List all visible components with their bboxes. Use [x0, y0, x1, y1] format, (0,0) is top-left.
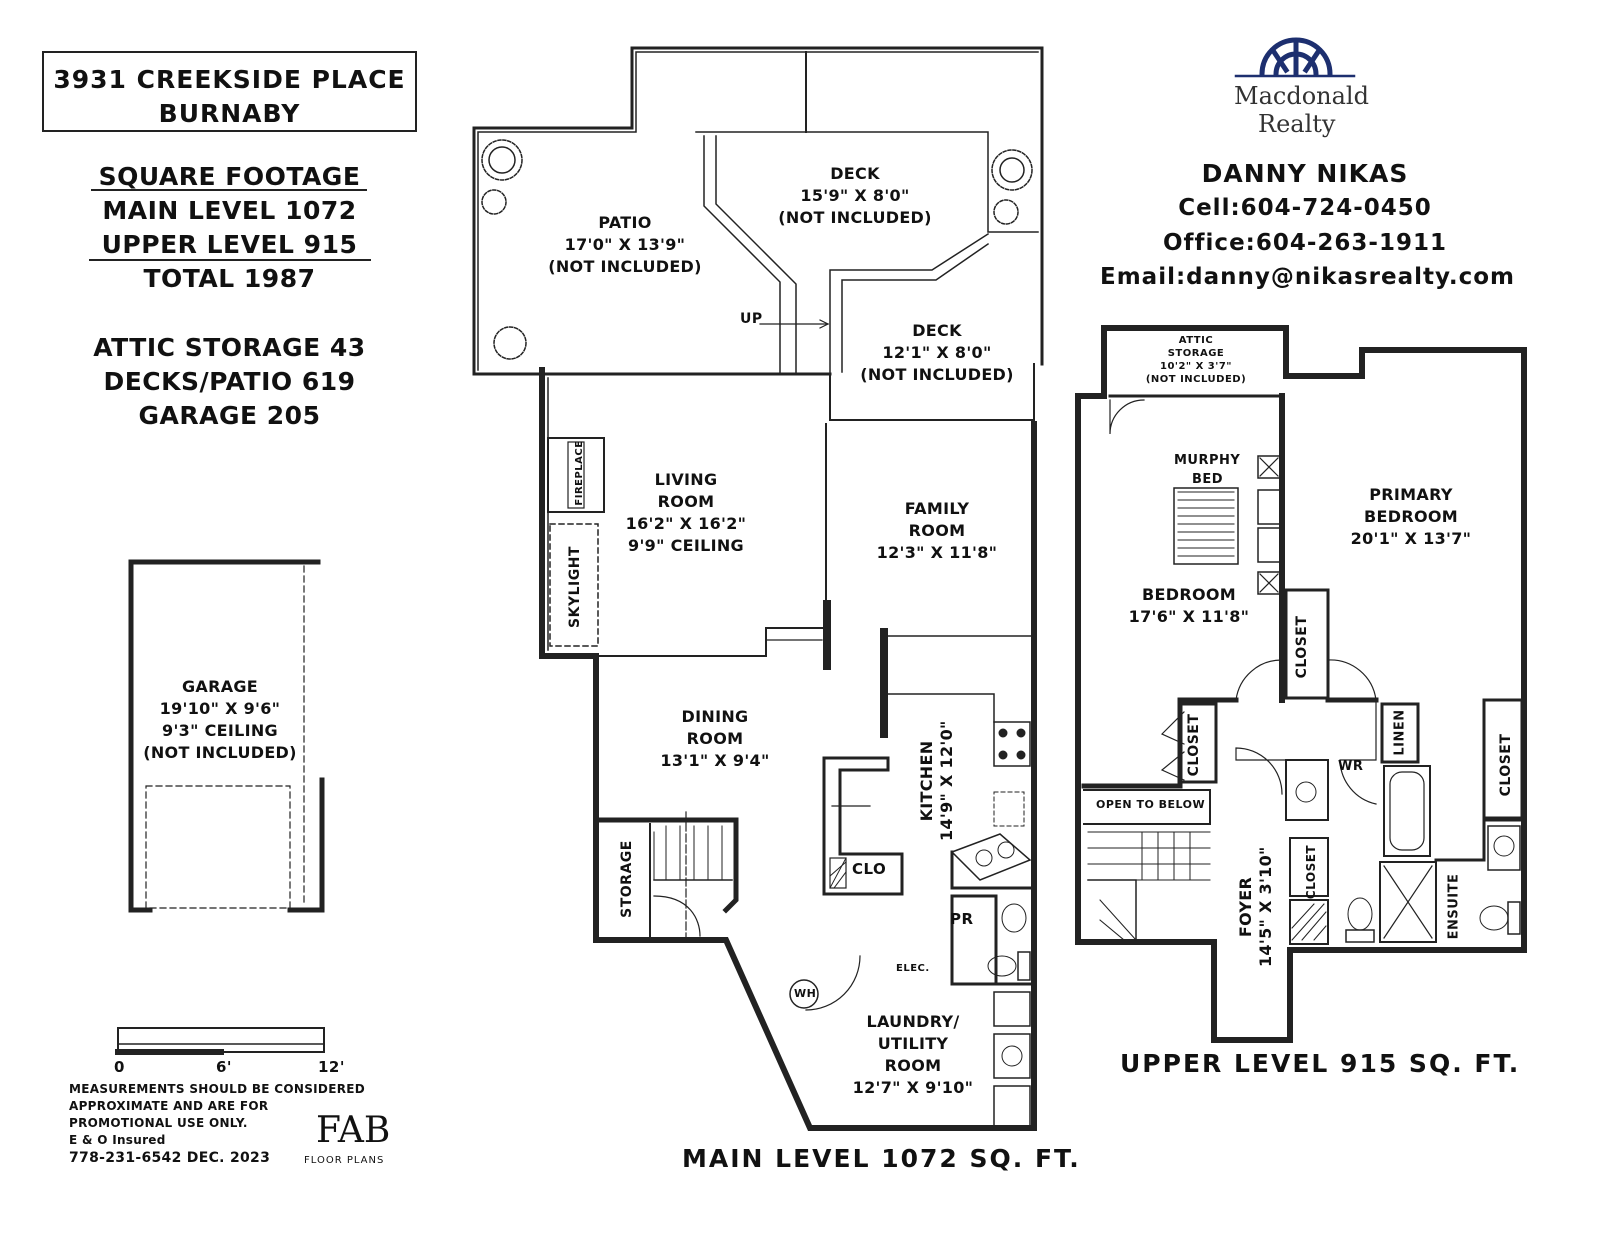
- upper-level-walls: [1075, 325, 1527, 1043]
- walk-in-label: WR: [1338, 759, 1364, 774]
- sqft-heading: SQUARE FOOTAGE: [98, 162, 361, 191]
- electrical-label: ELEC.: [896, 963, 930, 974]
- kitchen-dims: 14'9" X 12'0": [937, 720, 956, 841]
- brand-name-line-1: Macdonald: [1234, 82, 1369, 110]
- sqft-attic: ATTIC STORAGE 43: [93, 333, 366, 362]
- dining-room-line-1: DINING: [681, 707, 749, 726]
- deck-upper-name: DECK: [830, 164, 880, 183]
- address-box: 3931 CREEKSIDE PLACE BURNABY: [42, 51, 417, 132]
- attic-line-1: ATTIC: [1178, 335, 1214, 346]
- fab-logo-sub: FLOOR PLANS: [304, 1155, 385, 1166]
- agent-cell: Cell:604-724-0450: [1178, 195, 1432, 221]
- deck-upper-note: (NOT INCLUDED): [778, 208, 932, 227]
- main-level-caption: MAIN LEVEL 1072 SQ. FT.: [682, 1144, 1081, 1173]
- living-room-ceiling: 9'9" CEILING: [628, 536, 744, 555]
- murphy-bed-line-1: MURPHY: [1174, 453, 1241, 468]
- sqft-garage: GARAGE 205: [138, 401, 321, 430]
- scale-label-12: 12': [318, 1058, 345, 1076]
- closet-label: CLO: [852, 860, 887, 878]
- linen-label: LINEN: [1392, 709, 1408, 756]
- deck-lower-note: (NOT INCLUDED): [860, 365, 1014, 384]
- garage-walls: [128, 559, 325, 913]
- primary-bedroom-line-1: PRIMARY: [1369, 485, 1453, 504]
- attic-line-2: STORAGE: [1167, 348, 1225, 359]
- attic-dims: 10'2" X 3'7": [1159, 361, 1232, 372]
- fireplace-label: FIREPLACE: [574, 440, 585, 506]
- deck-upper-dims: 15'9" X 8'0": [800, 186, 910, 205]
- dining-room-dims: 13'1" X 9'4": [660, 751, 770, 770]
- patio-name: PATIO: [598, 213, 652, 232]
- scale-label-0: 0: [114, 1058, 125, 1076]
- garage-ceiling: 9'3" CEILING: [162, 721, 278, 740]
- closet-label-foyer: CLOSET: [1304, 844, 1318, 900]
- patio-note: (NOT INCLUDED): [548, 257, 702, 276]
- water-heater-label: WH: [794, 987, 817, 1000]
- garage-name: GARAGE: [181, 677, 259, 696]
- living-room-line-1: LIVING: [654, 470, 718, 489]
- closet-label-bedroom: CLOSET: [1294, 615, 1310, 679]
- dining-room-line-2: ROOM: [686, 729, 744, 748]
- kitchen-name: KITCHEN: [917, 740, 936, 822]
- disclaimer-line-4: E & O Insured: [69, 1133, 166, 1147]
- sqft-total: TOTAL 1987: [143, 264, 316, 293]
- garage-note: (NOT INCLUDED): [143, 743, 297, 762]
- agent-email: Email:danny@nikasrealty.com: [1100, 264, 1516, 290]
- disclaimer-line-2: APPROXIMATE AND ARE FOR: [69, 1099, 269, 1113]
- bedroom-name: BEDROOM: [1142, 585, 1236, 604]
- macdonald-realty-logo: [1234, 37, 1356, 78]
- main-level-walls: [472, 46, 1145, 1131]
- tree-icons: [481, 139, 1033, 360]
- address-line-1: 3931 CREEKSIDE PLACE: [53, 65, 406, 94]
- sqft-decks: DECKS/PATIO 619: [103, 367, 356, 396]
- primary-bedroom-dims: 20'1" X 13'7": [1350, 529, 1472, 548]
- laundry-line-2: UTILITY: [877, 1034, 949, 1053]
- open-to-below-label: OPEN TO BELOW: [1096, 798, 1206, 811]
- address-line-2: BURNABY: [158, 99, 301, 128]
- stair-up-label: UP: [740, 311, 763, 327]
- deck-lower-name: DECK: [912, 321, 962, 340]
- ensuite-label: ENSUITE: [1446, 873, 1462, 940]
- agent-name: DANNY NIKAS: [1201, 159, 1409, 188]
- storage-label: STORAGE: [619, 840, 635, 918]
- family-room-dims: 12'3" X 11'8": [876, 543, 998, 562]
- powder-room-label: PR: [950, 910, 974, 928]
- primary-bedroom-line-2: BEDROOM: [1364, 507, 1458, 526]
- laundry-dims: 12'7" X 9'10": [852, 1078, 974, 1097]
- disclaimer-line-5: 778-231-6542 DEC. 2023: [69, 1150, 271, 1166]
- agent-office: Office:604-263-1911: [1162, 230, 1447, 256]
- closet-label-hall: CLOSET: [1186, 713, 1202, 777]
- disclaimer-line-1: MEASUREMENTS SHOULD BE CONSIDERED: [69, 1082, 365, 1096]
- brand-name-line-2: Realty: [1258, 110, 1336, 138]
- patio-dims: 17'0" X 13'9": [564, 235, 686, 254]
- attic-note: (NOT INCLUDED): [1145, 374, 1247, 385]
- closet-label-primary: CLOSET: [1498, 733, 1514, 797]
- foyer-name: FOYER: [1236, 876, 1255, 938]
- skylight-label: SKYLIGHT: [567, 546, 583, 628]
- family-room-line-1: FAMILY: [904, 499, 970, 518]
- murphy-bed-line-2: BED: [1192, 472, 1224, 487]
- sqft-upper: UPPER LEVEL 915: [101, 230, 358, 259]
- scale-label-6: 6': [216, 1058, 233, 1076]
- living-room-dims: 16'2" X 16'2": [625, 514, 747, 533]
- deck-lower-dims: 12'1" X 8'0": [882, 343, 992, 362]
- family-room-line-2: ROOM: [908, 521, 966, 540]
- bedroom-dims: 17'6" X 11'8": [1128, 607, 1250, 626]
- disclaimer-line-3: PROMOTIONAL USE ONLY.: [69, 1116, 248, 1130]
- upper-level-caption: UPPER LEVEL 915 SQ. FT.: [1120, 1049, 1521, 1078]
- foyer-dims: 14'5" X 3'10": [1256, 846, 1275, 967]
- garage-dims: 19'10" X 9'6": [159, 699, 281, 718]
- living-room-line-2: ROOM: [657, 492, 715, 511]
- scale-bar: [115, 1027, 325, 1055]
- laundry-line-3: ROOM: [884, 1056, 942, 1075]
- sqft-main: MAIN LEVEL 1072: [102, 196, 357, 225]
- laundry-line-1: LAUNDRY/: [866, 1012, 960, 1031]
- fab-logo-mark: FAB: [316, 1110, 391, 1151]
